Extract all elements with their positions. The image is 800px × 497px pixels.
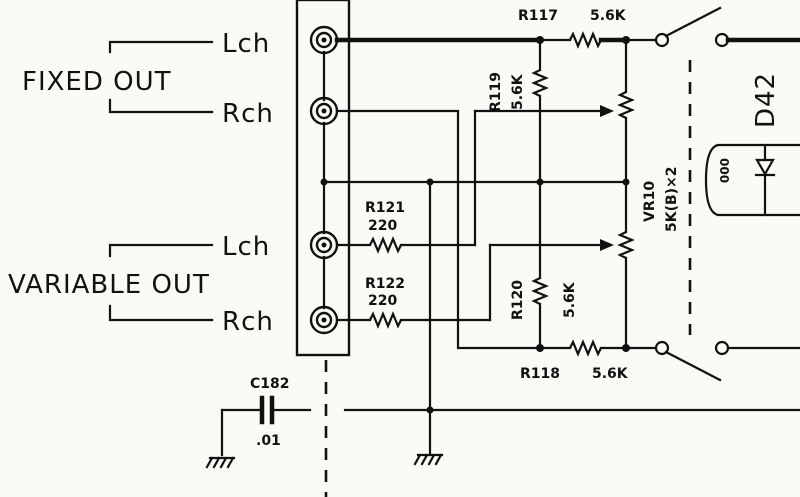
variable-lch-label: Lch bbox=[222, 232, 270, 262]
r122-ref: R122 bbox=[365, 276, 405, 292]
r121-ref: R121 bbox=[365, 200, 405, 216]
r117-ref: R117 bbox=[518, 8, 558, 24]
resistor-r121 bbox=[335, 236, 477, 254]
r118-ref: R118 bbox=[520, 366, 560, 382]
jack-variable-rch bbox=[309, 305, 339, 335]
r121-value: 220 bbox=[368, 218, 397, 234]
diode-d42 bbox=[754, 143, 776, 217]
switch-top bbox=[654, 6, 800, 48]
fixed-rch-label: Rch bbox=[222, 99, 274, 129]
coil-label: 000 bbox=[717, 158, 731, 183]
resistor-r118-line bbox=[456, 318, 657, 357]
jack-fixed-lch bbox=[309, 25, 339, 55]
variable-rch-label: Rch bbox=[222, 307, 274, 337]
resistor-r120 bbox=[531, 180, 549, 350]
potentiometer-vr10-lower bbox=[488, 180, 635, 350]
potentiometer-vr10-upper bbox=[473, 38, 635, 247]
relay-coil: 000 bbox=[704, 143, 800, 217]
fixed-out-label: FIXED OUT bbox=[22, 67, 172, 97]
jack-fixed-rch bbox=[309, 96, 339, 126]
vr10-value: 5K(B)×2 bbox=[664, 166, 680, 232]
ground-symbol-right bbox=[413, 453, 444, 466]
fixed-lch-line bbox=[334, 31, 657, 49]
r119-ref: R119 bbox=[488, 72, 504, 112]
r118-value: 5.6K bbox=[592, 366, 629, 382]
jack-variable-lch bbox=[309, 230, 339, 260]
r122-value: 220 bbox=[368, 293, 397, 309]
c182-ref: C182 bbox=[250, 376, 290, 392]
variable-out-bracket bbox=[108, 243, 214, 322]
vr10-ref: VR10 bbox=[642, 181, 658, 222]
c182-value: .01 bbox=[256, 433, 281, 449]
r120-ref: R120 bbox=[510, 280, 526, 320]
r119-value: 5.6K bbox=[510, 73, 526, 110]
r120-value: 5.6K bbox=[562, 281, 578, 318]
fixed-rch-line bbox=[335, 109, 460, 322]
ground-symbol-left bbox=[205, 456, 236, 469]
switch-bottom bbox=[654, 340, 800, 382]
resistor-r122 bbox=[335, 311, 492, 329]
variable-out-label: VARIABLE OUT bbox=[8, 270, 210, 300]
r117-value: 5.6K bbox=[590, 8, 627, 24]
jack-panel bbox=[295, 0, 351, 357]
capacitor-c182-line bbox=[220, 395, 800, 457]
fixed-out-bracket bbox=[108, 40, 214, 114]
d42-ref: D42 bbox=[751, 72, 781, 128]
fixed-lch-label: Lch bbox=[222, 29, 270, 59]
